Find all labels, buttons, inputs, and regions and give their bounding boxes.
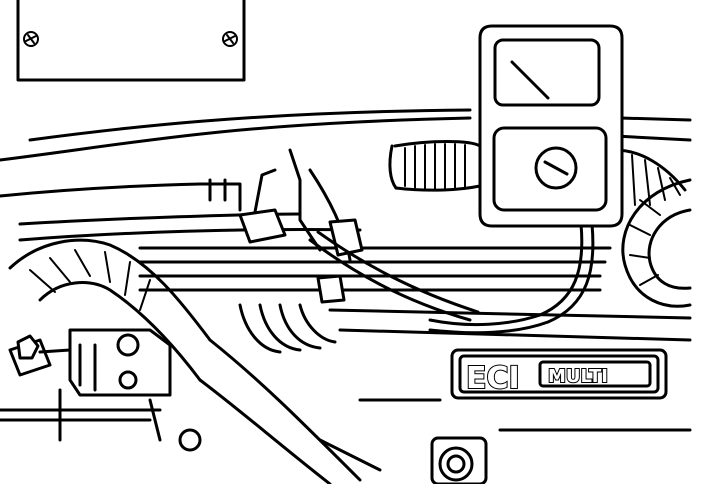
mounting-plate: [16, 0, 246, 82]
eci-multi-badge: ECI MULTI: [450, 348, 668, 400]
oil-cap: [430, 436, 488, 484]
engine-base-lines: [318, 398, 692, 472]
selector-knob[interactable]: [534, 146, 578, 190]
hose-coil: [621, 178, 692, 308]
screw-icon: [222, 31, 238, 47]
coolant-hose: [8, 238, 362, 484]
throttle-body: [0, 328, 202, 452]
wiring-connector: [198, 148, 364, 304]
badge-multi-label: MULTI: [548, 366, 608, 387]
multimeter: [478, 24, 624, 228]
screw-icon: [23, 31, 39, 47]
intake-runners: [238, 303, 337, 354]
test-leads: [308, 222, 595, 335]
meter-display: [493, 38, 601, 107]
bolt-icon: [16, 334, 40, 360]
badge-eci-label: ECI: [466, 361, 520, 396]
valve-cover: [18, 212, 692, 342]
needle-icon: [510, 60, 550, 100]
hood-panel-lines: [0, 108, 692, 198]
